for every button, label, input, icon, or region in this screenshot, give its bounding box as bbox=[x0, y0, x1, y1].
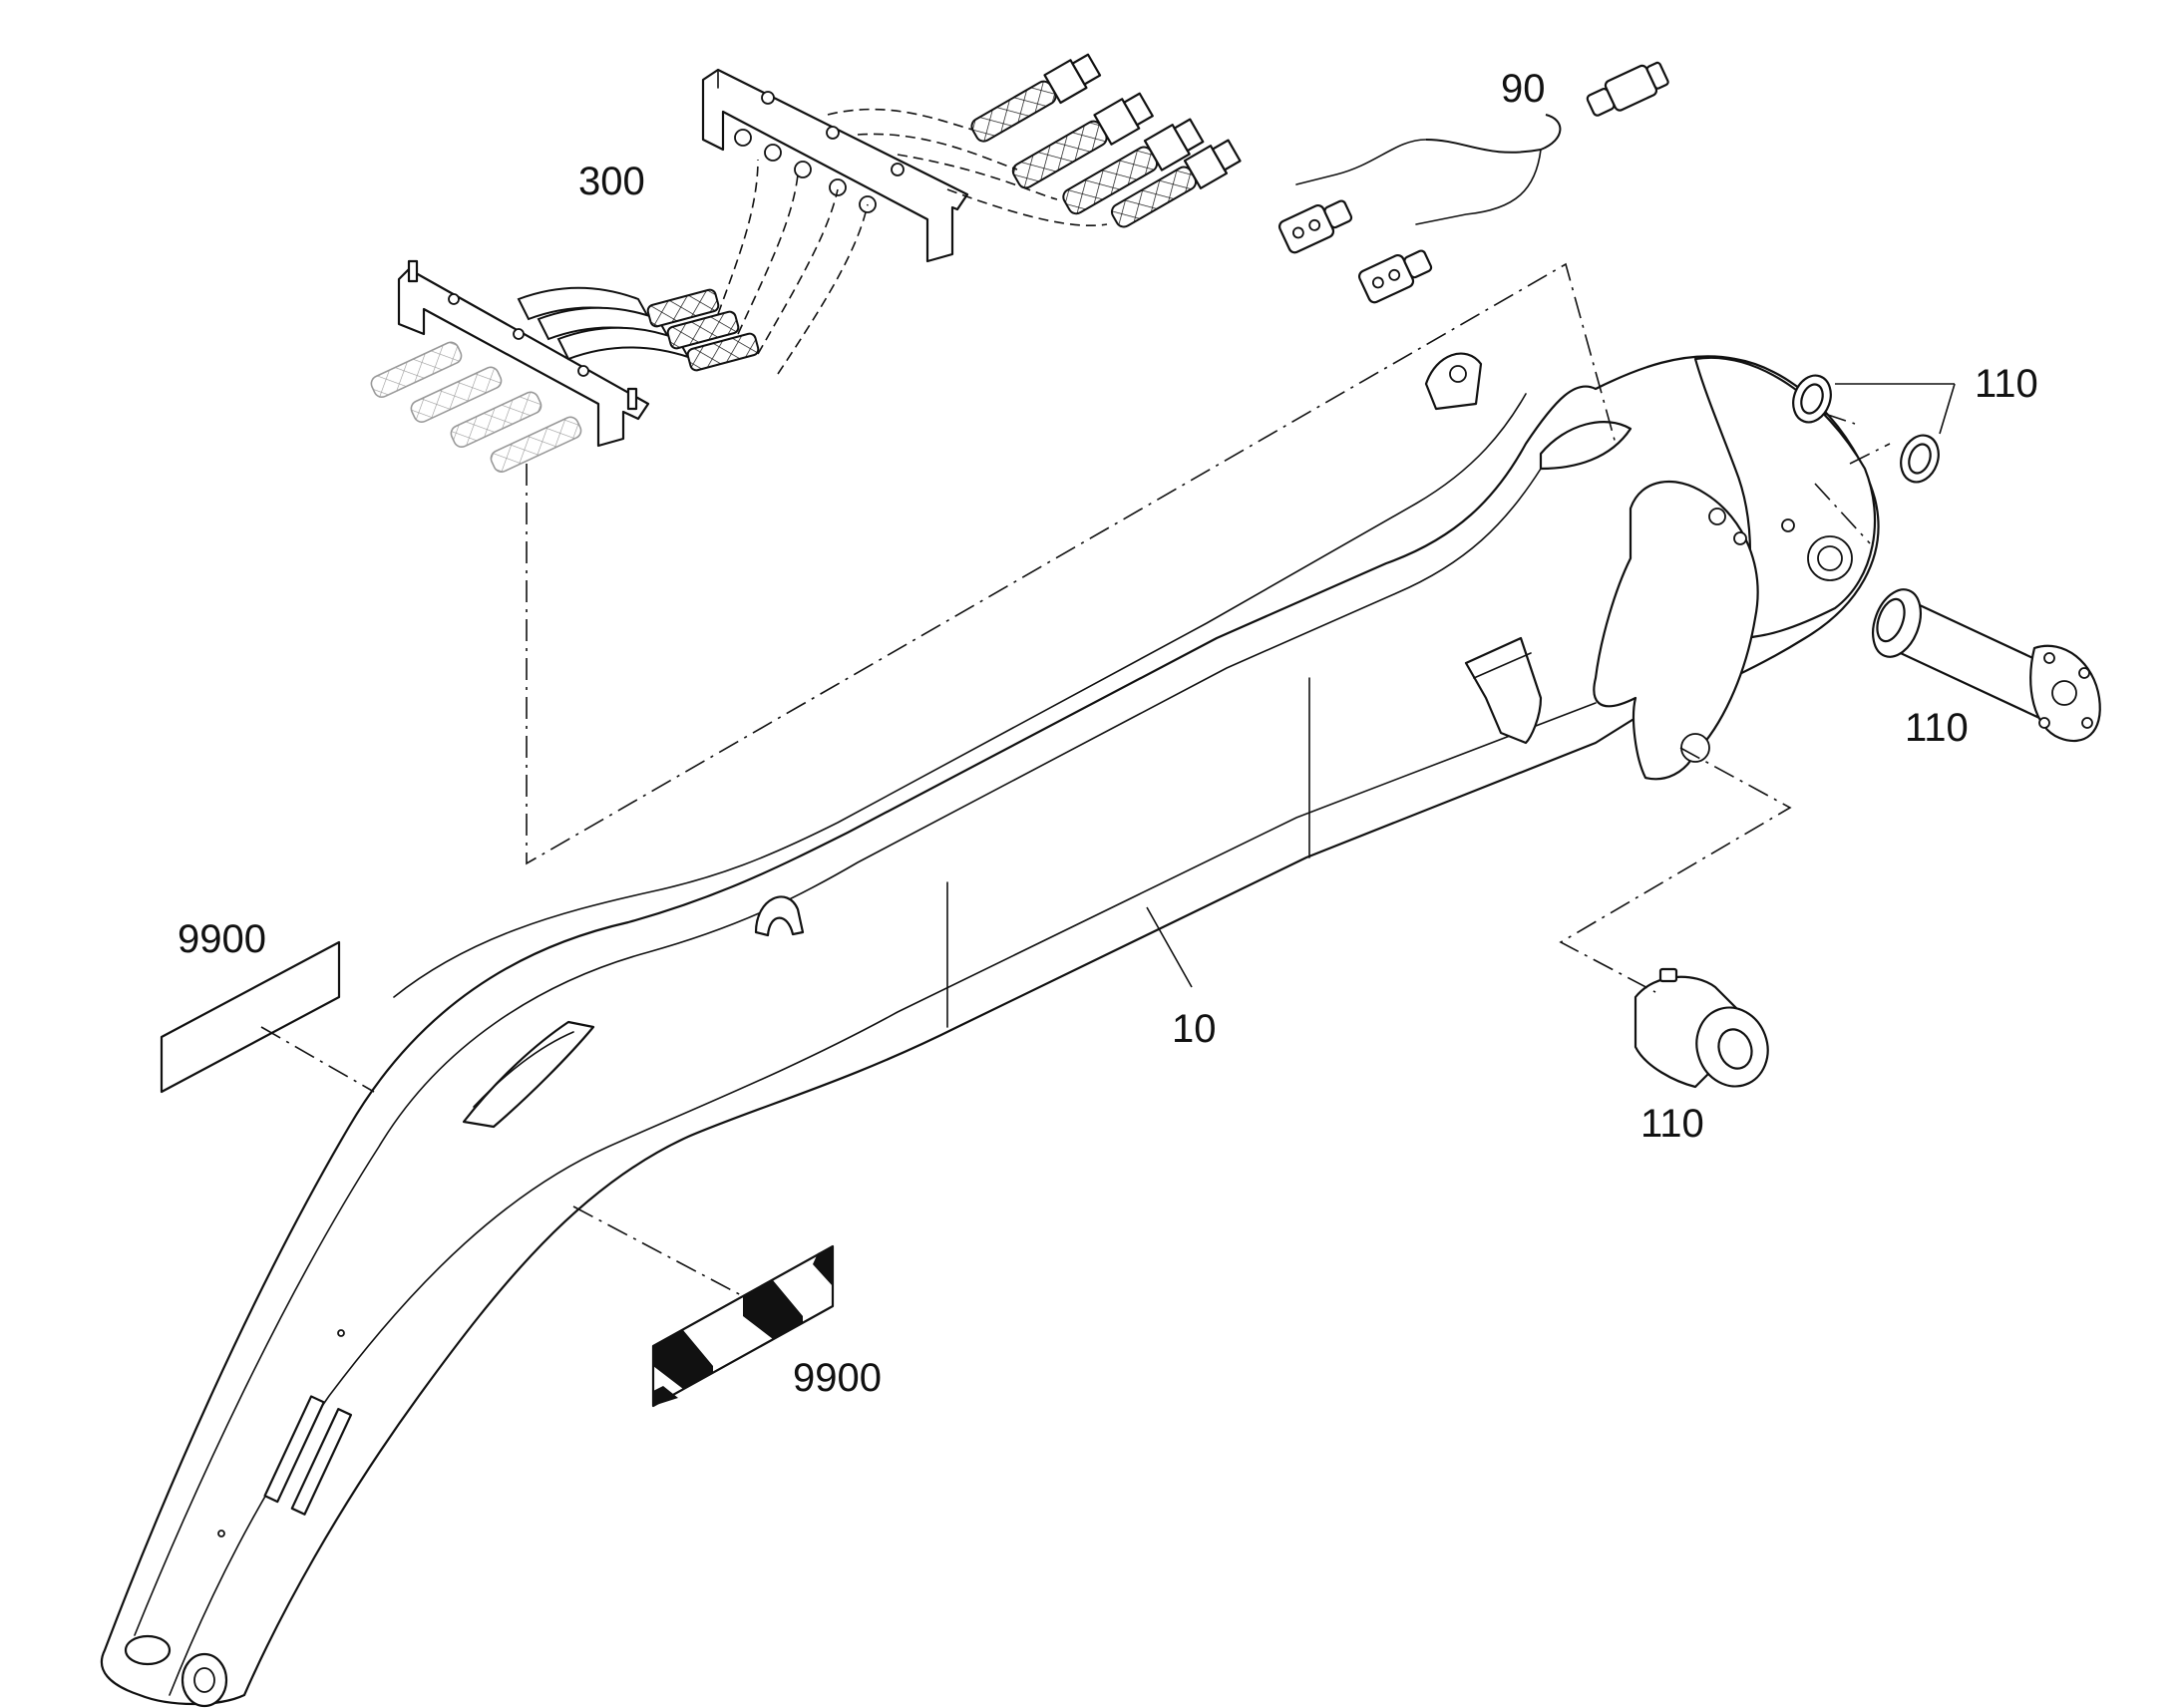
manifold-lower-bolt-3 bbox=[577, 365, 589, 377]
manifold-lower-stud-1 bbox=[407, 259, 419, 283]
centerline-right-pin bbox=[1814, 483, 1871, 544]
harness-branch-2 bbox=[1415, 149, 1542, 225]
wire-harness bbox=[1277, 61, 1669, 304]
manifold-upper-bolt-2 bbox=[826, 126, 840, 140]
boom-bracket-hole bbox=[1680, 733, 1710, 763]
harness-connector-right bbox=[1357, 249, 1433, 304]
harness-wire-main bbox=[1425, 114, 1562, 154]
boom-top-edge bbox=[134, 468, 1542, 1636]
boom-side-clip-fold bbox=[1473, 652, 1532, 679]
boom-nameplate-2 bbox=[290, 1408, 353, 1516]
manifold-upper-plate bbox=[701, 68, 969, 263]
boom-cylinder-bracket bbox=[1593, 480, 1759, 781]
callout-110-top: 110 bbox=[1975, 362, 2038, 406]
callout-9900-left: 9900 bbox=[178, 917, 266, 961]
ghost-hose-1 bbox=[370, 341, 463, 399]
harness-connector-top bbox=[1586, 61, 1669, 117]
boom-top-edge-2 bbox=[393, 393, 1527, 998]
manifold-lower-stud-2 bbox=[626, 387, 638, 411]
manifold-block-lower bbox=[397, 259, 650, 448]
manifold-block-upper bbox=[701, 68, 969, 263]
centerline-decal-bottom bbox=[572, 1205, 744, 1297]
callout-300: 300 bbox=[578, 160, 645, 203]
dash-conn-1 bbox=[717, 159, 759, 315]
boom-nameplates bbox=[263, 1395, 353, 1516]
callout-110-lower: 110 bbox=[1640, 1102, 1704, 1146]
ghost-hose-2 bbox=[410, 366, 503, 424]
boom-lifting-eye bbox=[754, 895, 805, 937]
decal-bottom-striped bbox=[651, 1244, 835, 1408]
dash-conn-8 bbox=[946, 188, 1108, 227]
callout-10: 10 bbox=[1172, 1007, 1217, 1051]
ghost-hose-4 bbox=[490, 416, 582, 474]
boom-bracket-bolt-1 bbox=[1708, 508, 1726, 525]
manifold-upper-port-3 bbox=[794, 161, 812, 178]
manifold-upper-port-1 bbox=[734, 129, 752, 147]
centerline-ring-2 bbox=[1849, 443, 1891, 465]
centerline-ring-1 bbox=[1824, 413, 1856, 425]
manifold-lower-bolt-2 bbox=[513, 328, 525, 340]
pivot-pin-right bbox=[1872, 588, 2101, 743]
manifold-upper-bolt-1 bbox=[761, 91, 775, 105]
callout-90: 90 bbox=[1501, 67, 1546, 111]
dash-conn-4 bbox=[777, 203, 869, 375]
manifold-upper-port-2 bbox=[764, 144, 782, 162]
dash-conn-2 bbox=[737, 173, 799, 335]
ghost-hose-3 bbox=[450, 391, 543, 449]
hose-stub-4 bbox=[1110, 139, 1242, 228]
fitting-hose-3 bbox=[686, 332, 760, 372]
pivot-pin-lower bbox=[1634, 967, 1769, 1089]
boom-nose-pin-end bbox=[124, 1634, 172, 1666]
boom-bottom-edge bbox=[169, 702, 1597, 1696]
manifold-lower-plate bbox=[397, 267, 650, 448]
callout-9900-bottom: 9900 bbox=[793, 1356, 882, 1400]
manifold-upper-bolt-3 bbox=[891, 163, 905, 176]
dash-conn-3 bbox=[757, 188, 839, 355]
leader-lines bbox=[260, 262, 1956, 1297]
fitting-hose-1 bbox=[646, 288, 720, 328]
hose-stub-fittings bbox=[970, 53, 1242, 228]
boom-top-opening bbox=[1539, 421, 1633, 471]
fitting-hose-2 bbox=[666, 310, 740, 350]
decal-left bbox=[160, 940, 341, 1094]
o-ring-2 bbox=[1900, 434, 1940, 484]
callout-110-right: 110 bbox=[1905, 706, 1969, 750]
boom-nose-pin-bore bbox=[193, 1667, 215, 1693]
boom-assembly bbox=[100, 352, 1880, 1708]
boom-side-clip bbox=[1464, 636, 1543, 745]
boom-cutout-window-inner bbox=[473, 1031, 574, 1108]
dash-conn-6 bbox=[857, 133, 1018, 171]
hose-stub-1 bbox=[970, 53, 1102, 143]
centerline-decal-left bbox=[260, 1026, 375, 1093]
boom-nameplate-1 bbox=[263, 1395, 325, 1504]
boom-bracket-bolt-2 bbox=[1733, 531, 1747, 545]
boom-top-lug-hole bbox=[1449, 365, 1467, 383]
manifold-connection-lines bbox=[717, 108, 1108, 375]
boom-boss-bolt bbox=[1781, 518, 1795, 532]
leader-110-top-2 bbox=[1939, 383, 1956, 435]
centerline-manifold-to-boom bbox=[526, 262, 1617, 865]
dash-conn-5 bbox=[827, 108, 973, 131]
hose-stub-2 bbox=[1011, 92, 1154, 189]
harness-connector-left bbox=[1277, 199, 1353, 254]
leader-boom bbox=[1146, 906, 1193, 988]
boom-rear-pin-bore-inner bbox=[1817, 545, 1843, 571]
manifold-fittings bbox=[370, 286, 760, 474]
o-ring-1 bbox=[1792, 374, 1832, 424]
hose-stub-3 bbox=[1062, 118, 1205, 215]
boom-body bbox=[100, 355, 1880, 1706]
boom-rivet-2 bbox=[217, 1530, 225, 1537]
manifold-upper-port-4 bbox=[829, 178, 847, 196]
centerline-lower-pin bbox=[1559, 747, 1792, 993]
manifold-lower-bolt-1 bbox=[448, 293, 460, 305]
boom-rivet-1 bbox=[337, 1329, 345, 1337]
harness-branch-1 bbox=[1295, 139, 1427, 185]
